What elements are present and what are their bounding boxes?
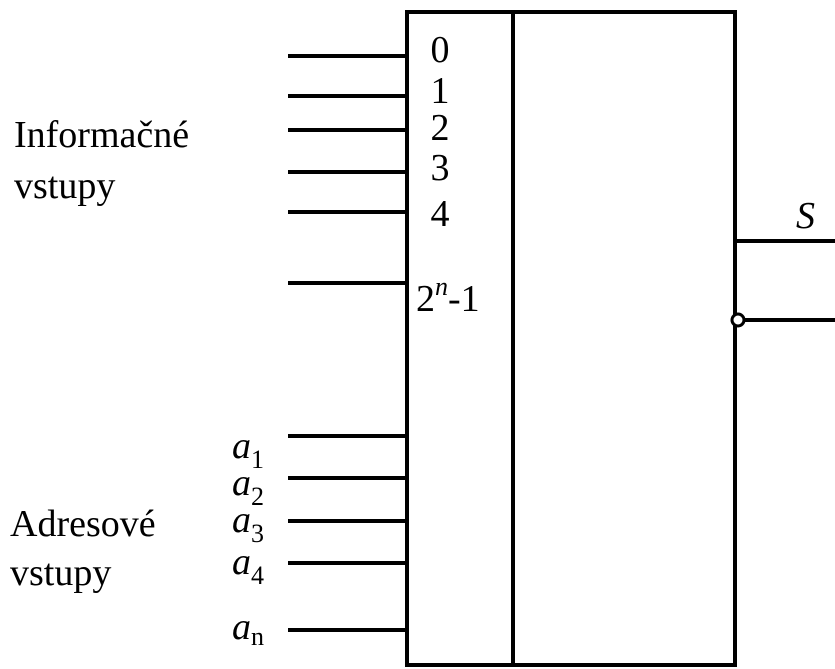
info-pin-label-4: 4 [431, 193, 450, 235]
info-pin-label-3: 3 [431, 147, 450, 189]
address-label-a1: a1 [232, 425, 264, 474]
info-pin-last-base: 2 [416, 278, 435, 320]
info-pin-last-suffix: -1 [448, 278, 480, 320]
multiplexer-block [405, 10, 737, 667]
output-label-s: S [796, 195, 815, 237]
address-inputs-label-line1: Adresové [10, 503, 156, 545]
info-pin-label-2: 2 [431, 107, 450, 149]
info-pin-label-last: 2n-1 [416, 272, 480, 320]
address-inputs-label-line2: vstupy [10, 552, 111, 594]
info-inputs-label-line2: vstupy [14, 165, 115, 207]
info-pin-last-exponent: n [435, 272, 448, 301]
address-label-an: an [232, 606, 264, 651]
info-inputs-label-line1: Informačné [14, 114, 189, 156]
info-pin-label-1: 1 [431, 70, 450, 112]
output-negation-bubble [730, 312, 746, 328]
address-label-a2: a2 [232, 462, 264, 511]
info-pin-label-0: 0 [431, 29, 450, 71]
address-label-a3: a3 [232, 499, 264, 548]
address-label-a4: a4 [232, 541, 264, 590]
